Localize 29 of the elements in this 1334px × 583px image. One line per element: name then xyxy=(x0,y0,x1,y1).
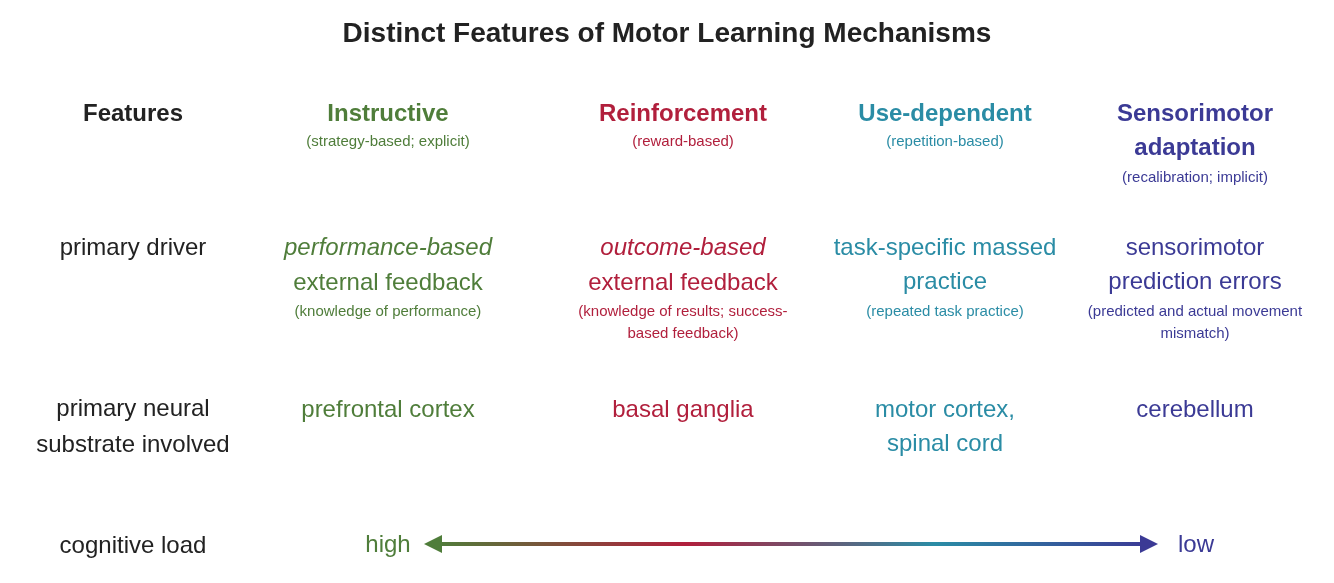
row-heading: primary neural substrate involved xyxy=(35,393,231,459)
cell-text: outcome-based xyxy=(599,232,767,262)
column-subtitle: (strategy-based; explicit) xyxy=(305,131,471,151)
cell-text: basal ganglia xyxy=(611,394,755,424)
cell-text: external feedback xyxy=(587,267,779,297)
row-heading: primary driver xyxy=(58,232,208,262)
cell-text: motor cortex, spinal cord xyxy=(873,394,1016,458)
column-subtitle: (reward-based) xyxy=(631,131,735,151)
column-subtitle: (repeated task practice) xyxy=(865,301,1025,321)
cell-text: task-specific massed practice xyxy=(832,232,1058,296)
cell-text: external feedback xyxy=(292,267,484,297)
cell-text: performance-based xyxy=(282,232,494,262)
column-subtitle: (repetition-based) xyxy=(885,131,1005,151)
scale-label: low xyxy=(1177,529,1215,559)
scale-label: high xyxy=(364,529,412,559)
column-heading: Instructive xyxy=(326,98,450,128)
title: Distinct Features of Motor Learning Mechanisms xyxy=(341,16,993,50)
cell-text: prefrontal cortex xyxy=(300,394,476,424)
cell-text: sensorimotor prediction errors xyxy=(1107,232,1283,296)
row-heading: Features xyxy=(81,98,184,128)
column-subtitle: (knowledge of results; success-based feedback) xyxy=(577,301,789,343)
column-subtitle: (predicted and actual movement mismatch) xyxy=(1087,301,1303,343)
column-heading: Sensorimotor adaptation xyxy=(1116,98,1274,162)
cell-text: cerebellum xyxy=(1135,394,1255,424)
column-subtitle: (recalibration; implicit) xyxy=(1121,167,1269,187)
column-heading: Use-dependent xyxy=(857,98,1033,128)
column-subtitle: (knowledge of performance) xyxy=(293,301,483,321)
column-heading: Reinforcement xyxy=(597,98,768,128)
row-heading: cognitive load xyxy=(58,530,208,560)
